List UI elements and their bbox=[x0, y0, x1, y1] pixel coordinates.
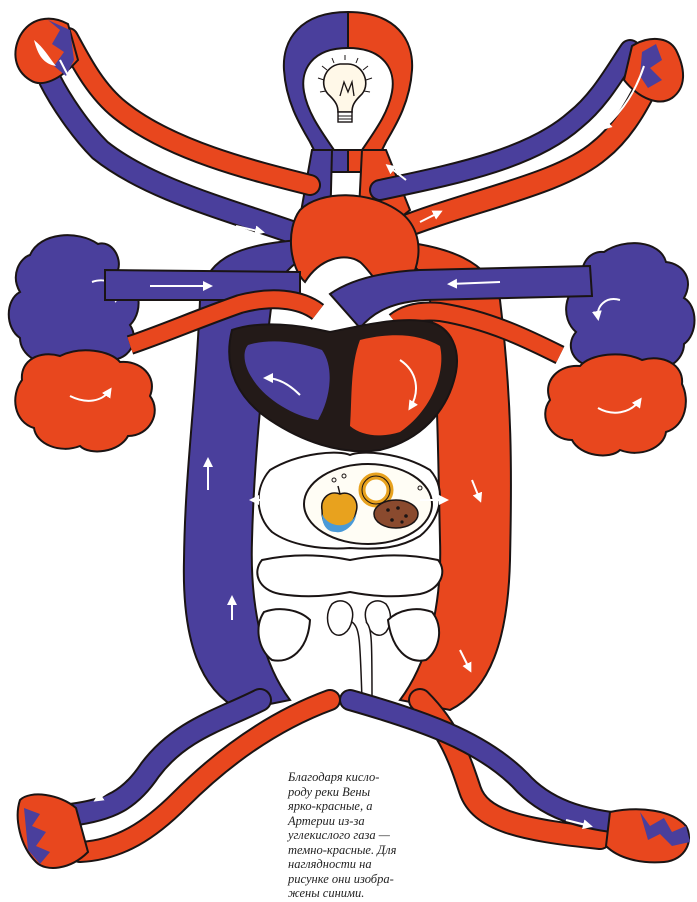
caption-line: углекислого газа — bbox=[288, 828, 438, 843]
caption-line: роду реки Вены bbox=[288, 785, 438, 800]
caption: Благодаря кисло- роду реки Вены ярко-кра… bbox=[288, 770, 438, 901]
caption-line: Благодаря кисло- bbox=[288, 770, 438, 785]
left-arm-vessels bbox=[15, 19, 310, 235]
caption-line: ярко-красные, а bbox=[288, 799, 438, 814]
heart bbox=[229, 320, 457, 451]
caption-line: темно-красные. Для bbox=[288, 843, 438, 858]
caption-line: наглядности на bbox=[288, 857, 438, 872]
right-arm-vessels bbox=[380, 39, 683, 230]
caption-line: жены синими. bbox=[288, 886, 438, 901]
caption-line: рисунке они изобра- bbox=[288, 872, 438, 887]
food-plate-icon bbox=[304, 464, 432, 544]
caption-line: Артерии из-за bbox=[288, 814, 438, 829]
left-leg-vessels bbox=[18, 700, 330, 868]
